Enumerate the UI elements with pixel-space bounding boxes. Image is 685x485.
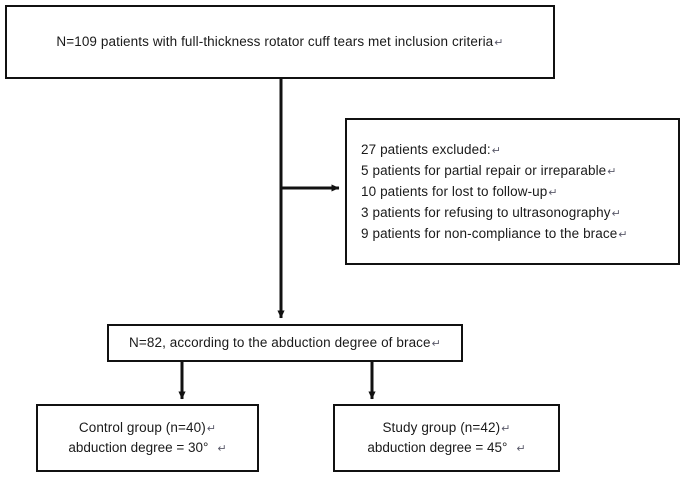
return-mark-icon: ↵ xyxy=(611,207,621,220)
return-mark-icon: ↵ xyxy=(217,443,227,455)
return-mark-icon: ↵ xyxy=(516,443,526,455)
node-enrolled: N=109 patients with full-thickness rotat… xyxy=(5,5,555,79)
node-control-group-line-2: abduction degree = 30°↵ xyxy=(68,440,227,455)
return-mark-icon: ↵ xyxy=(548,186,558,199)
node-study-group-line-2: abduction degree = 45°↵ xyxy=(367,440,526,455)
node-control-group-line-1: Control group (n=40)↵ xyxy=(78,420,217,435)
return-mark-icon: ↵ xyxy=(618,228,628,241)
node-study-group: Study group (n=42)↵ abduction degree = 4… xyxy=(333,404,560,472)
return-mark-icon: ↵ xyxy=(607,165,617,178)
node-enrolled-line-1: N=109 patients with full-thickness rotat… xyxy=(56,34,504,49)
node-excluded-line-3: 10 patients for lost to follow-up↵ xyxy=(361,183,558,199)
return-mark-icon: ↵ xyxy=(431,338,441,350)
node-excluded-line-1: 27 patients excluded:↵ xyxy=(361,141,502,157)
node-excluded-line-2: 5 patients for partial repair or irrepar… xyxy=(361,162,617,178)
node-excluded-line-5: 9 patients for non-compliance to the bra… xyxy=(361,225,628,241)
return-mark-icon: ↵ xyxy=(206,423,217,435)
node-control-group: Control group (n=40)↵ abduction degree =… xyxy=(36,404,259,472)
node-excluded: 27 patients excluded:↵ 5 patients for pa… xyxy=(345,118,680,265)
return-mark-icon: ↵ xyxy=(491,144,502,157)
node-allocated: N=82, according to the abduction degree … xyxy=(107,324,463,362)
return-mark-icon: ↵ xyxy=(494,37,504,49)
node-excluded-line-4: 3 patients for refusing to ultrasonograp… xyxy=(361,204,621,220)
return-mark-icon: ↵ xyxy=(501,423,511,435)
node-study-group-line-1: Study group (n=42)↵ xyxy=(382,420,511,435)
node-allocated-line-1: N=82, according to the abduction degree … xyxy=(129,335,441,350)
